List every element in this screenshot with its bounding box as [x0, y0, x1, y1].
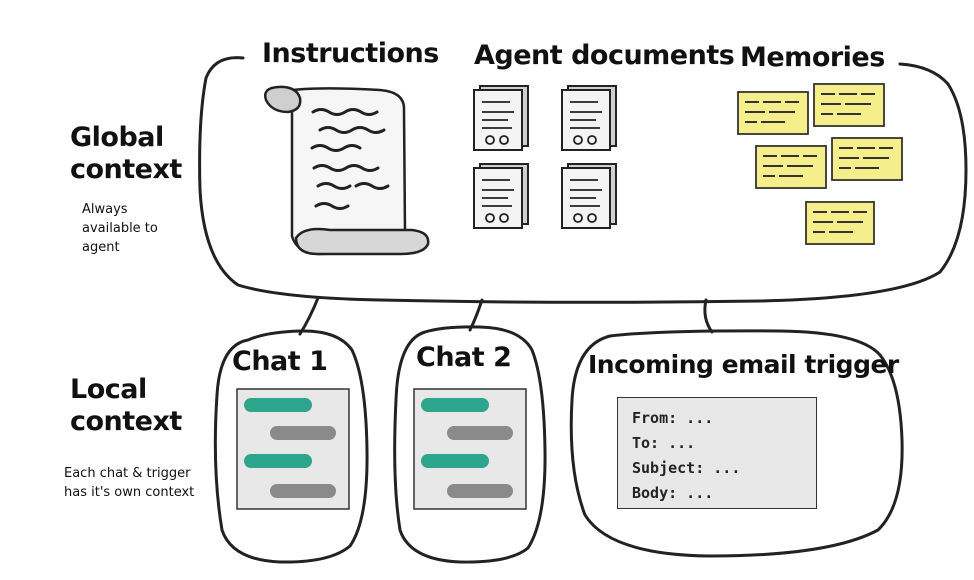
instructions-heading: Instructions: [262, 38, 439, 69]
chat-2-panel: [413, 388, 527, 510]
document-icon: [473, 85, 529, 151]
sticky-note-icon: [831, 137, 903, 181]
chat-bubble-agent: [421, 398, 489, 412]
sticky-note-icon: [805, 201, 875, 245]
document-icon: [473, 163, 529, 229]
global-context-note: Always available to agent: [82, 200, 158, 257]
chat-2-outline: [393, 325, 547, 564]
local-context-title-line2: context: [70, 406, 182, 437]
global-context-title-line1: Global: [70, 122, 164, 153]
local-note-line1: Each chat & trigger: [64, 466, 191, 481]
global-note-line2: available to: [82, 221, 158, 236]
chat-bubble-user: [447, 484, 513, 498]
chat-bubble-user: [447, 426, 513, 440]
document-icon: [561, 85, 617, 151]
global-note-line1: Always: [82, 202, 128, 217]
scroll-icon: [264, 85, 430, 256]
email-trigger-title: Incoming email trigger: [588, 350, 899, 379]
global-context-title: Global context: [70, 122, 182, 186]
sticky-note-icon: [813, 83, 885, 127]
global-context-outline: [198, 56, 968, 304]
chat-1-panel: [236, 388, 350, 510]
email-subject-line: Subject: ...: [632, 459, 741, 477]
chat-bubble-agent: [244, 454, 312, 468]
email-panel: From: ... To: ... Subject: ... Body: ...: [617, 397, 817, 509]
local-context-note: Each chat & trigger has it's own context: [64, 464, 194, 502]
agent-documents-heading: Agent documents: [474, 40, 735, 71]
chat-1-title: Chat 1: [232, 346, 328, 377]
memory-notes: [737, 83, 903, 245]
chat-bubble-agent: [421, 454, 489, 468]
email-from-line: From: ...: [632, 409, 714, 427]
chat-bubble-user: [270, 484, 336, 498]
document-icon: [561, 163, 617, 229]
chat-bubble-agent: [244, 398, 312, 412]
chat-2-title: Chat 2: [416, 342, 512, 373]
email-trigger-outline: [569, 329, 904, 558]
local-note-line2: has it's own context: [64, 485, 195, 500]
chat-1-outline: [213, 329, 369, 564]
global-context-title-line2: context: [70, 154, 182, 185]
email-to-line: To: ...: [632, 434, 696, 452]
local-context-title: Local context: [70, 374, 182, 438]
local-context-title-line1: Local: [70, 374, 147, 405]
document-icons: [473, 85, 617, 229]
memories-heading: Memories: [740, 42, 885, 73]
chat-bubble-user: [270, 426, 336, 440]
email-body-line: Body: ...: [632, 484, 714, 502]
global-note-line3: agent: [82, 240, 120, 255]
sticky-note-icon: [737, 91, 809, 135]
sticky-note-icon: [755, 145, 827, 189]
